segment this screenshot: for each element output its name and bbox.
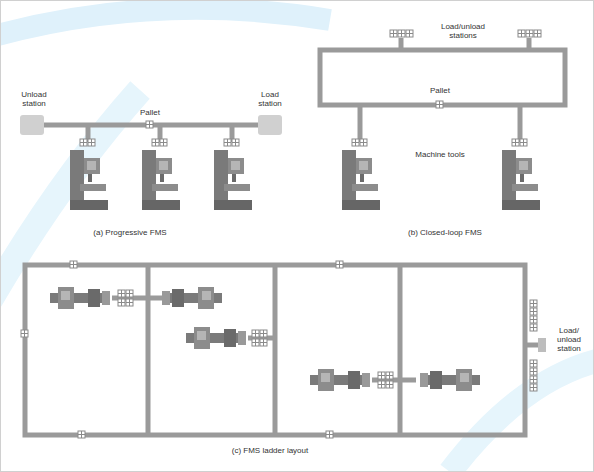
pallet-label: Pallet (418, 86, 462, 95)
station-label: Unload station (14, 90, 54, 108)
panel-caption: (a) Progressive FMS (70, 228, 190, 237)
station-label: Load/unload stations (432, 22, 494, 40)
station-label: Load station (250, 90, 290, 108)
pallet-label: Pallet (128, 108, 172, 117)
panel-caption: (c) FMS ladder layout (200, 446, 340, 455)
station-label: Load/ unload station (548, 326, 590, 354)
machine-label: Machine tools (410, 150, 470, 159)
panel-caption: (b) Closed-loop FMS (385, 228, 505, 237)
